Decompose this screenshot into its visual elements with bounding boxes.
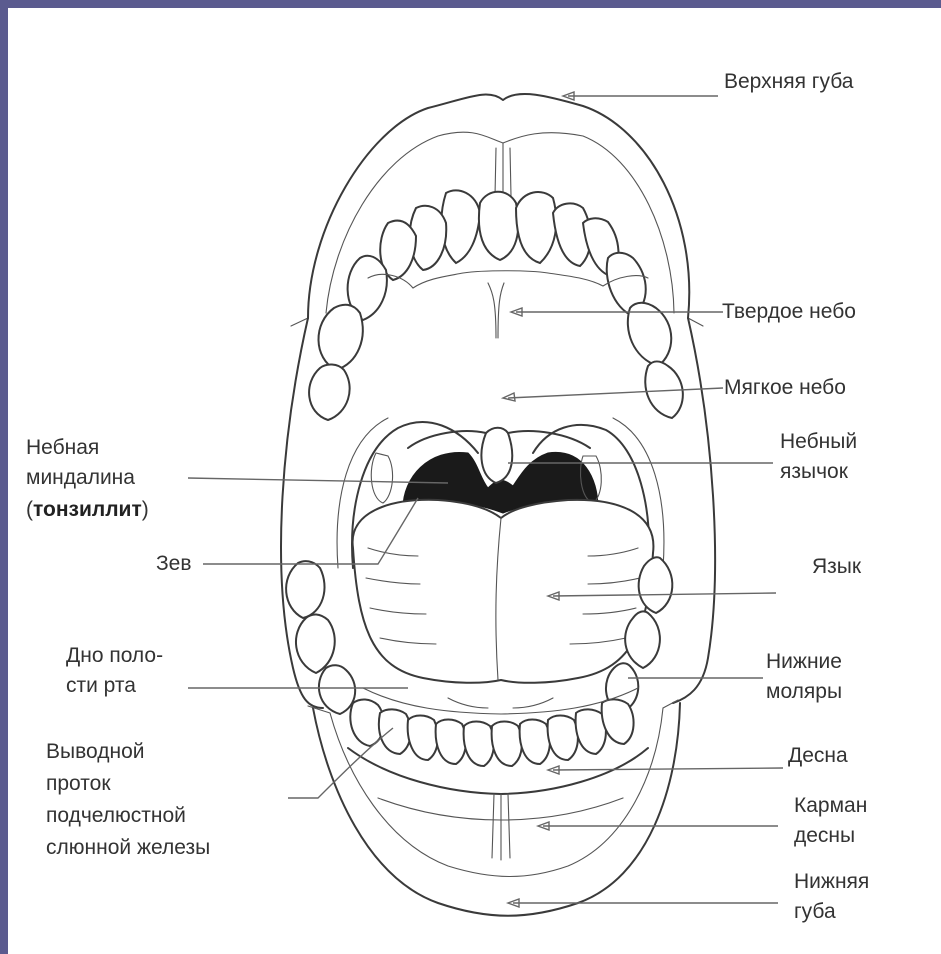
label-gum-pocket-1: Карман: [794, 792, 867, 820]
label-uvula-1: Небный: [780, 428, 857, 456]
label-lower-lip-1: Нижняя: [794, 868, 869, 896]
label-upper-lip: Верхняя губа: [724, 68, 853, 96]
label-tonsil-1: Небная: [26, 434, 99, 462]
uvula: [481, 428, 512, 483]
label-soft-palate: Мягкое небо: [724, 374, 846, 402]
label-tonsil-3: (тонзиллит): [26, 496, 149, 524]
label-tonsil-paren-open: (: [26, 498, 33, 521]
lower-frenulum: [492, 794, 510, 860]
label-lower-molars-1: Нижние: [766, 648, 842, 676]
label-gum-pocket-2: десны: [794, 822, 855, 850]
tongue: [353, 500, 654, 683]
upper-teeth: [309, 190, 683, 420]
label-lower-molars-2: моляры: [766, 678, 842, 706]
tonsil-left: [371, 453, 392, 503]
label-gum: Десна: [788, 742, 848, 770]
label-duct-3: подчелюстной: [46, 802, 186, 830]
upper-frenulum: [495, 143, 511, 196]
label-tonsillitis: тонзиллит: [33, 498, 142, 521]
label-tonsil-paren-close: ): [142, 498, 149, 521]
sublingual-fold: [448, 698, 553, 708]
diagram-frame: Верхняя губа Твердое небо Мягкое небо Не…: [8, 8, 941, 954]
label-lower-lip-2: губа: [794, 898, 836, 926]
label-duct-4: слюнной железы: [46, 834, 210, 862]
label-tongue: Язык: [812, 553, 861, 581]
label-duct-2: проток: [46, 770, 111, 798]
palate-raphe: [488, 283, 504, 338]
right-cheek: [673, 318, 715, 703]
label-hard-palate: Твердое небо: [722, 298, 856, 326]
label-mouth-floor-2: сти рта: [66, 672, 136, 700]
label-tonsil-2: миндалина: [26, 464, 135, 492]
label-duct-1: Выводной: [46, 738, 145, 766]
label-fauces: Зев: [156, 550, 192, 578]
label-mouth-floor-1: Дно поло-: [66, 642, 163, 670]
label-uvula-2: язычок: [780, 458, 848, 486]
